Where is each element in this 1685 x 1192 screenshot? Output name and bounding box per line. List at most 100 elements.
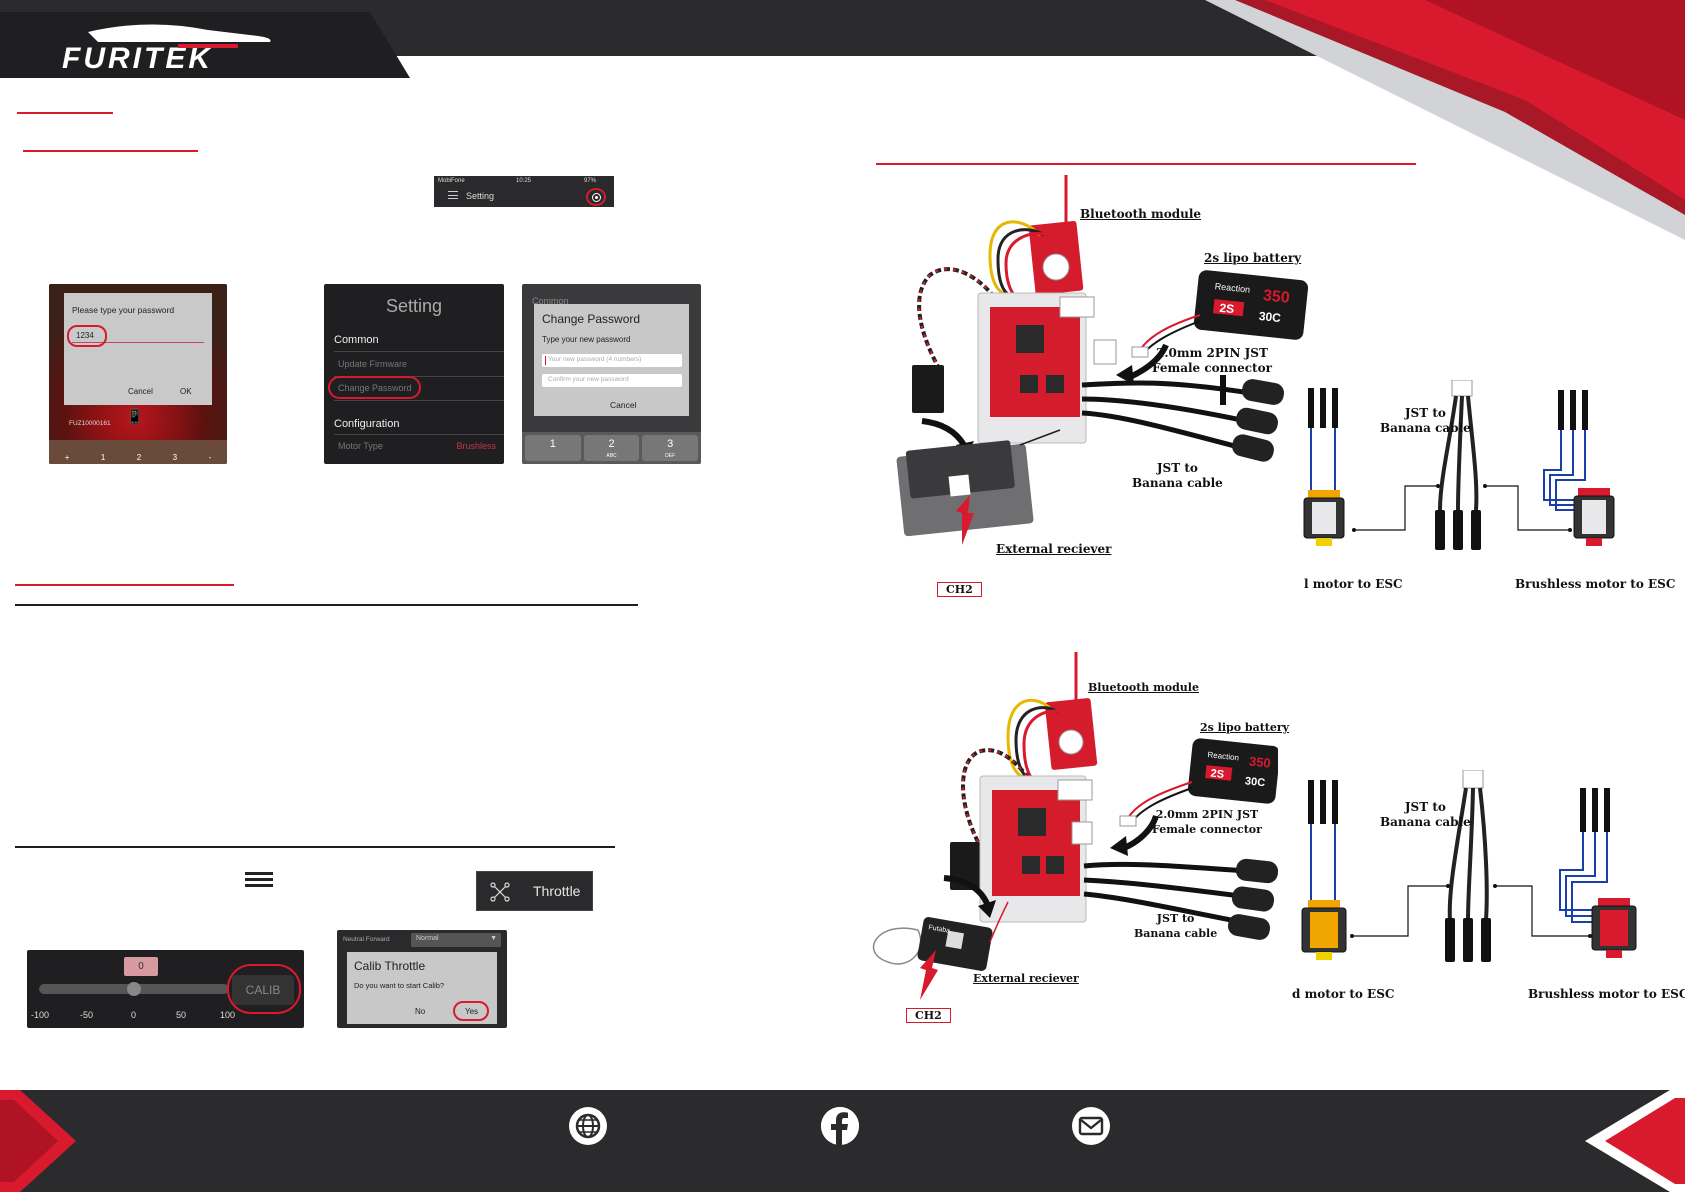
label-brushless-bottom: Brushless motor to ESC xyxy=(1528,987,1685,1001)
change-password-cancel-button[interactable]: Cancel xyxy=(610,400,637,410)
menu-update-firmware[interactable]: Update Firmware xyxy=(338,359,408,369)
keypad-row: + 1 2 3 - xyxy=(49,440,227,464)
change-password-subtitle: Type your new password xyxy=(542,335,631,344)
password-dialog: Please type your password 1234 Cancel OK xyxy=(64,293,212,405)
key-2[interactable]: 2 xyxy=(136,453,142,462)
calib-slider-thumb[interactable] xyxy=(127,982,141,996)
furitek-logo: FURITEK xyxy=(62,24,271,72)
right-title-rule xyxy=(876,163,1416,165)
brushless-motor-icon xyxy=(1543,390,1615,546)
label-brushed-bottom: d motor to ESC xyxy=(1292,987,1395,1001)
password-input[interactable]: 1234 xyxy=(72,329,204,343)
time-text: 10:25 xyxy=(516,178,532,184)
throttle-menu-button[interactable]: Throttle xyxy=(476,871,593,911)
globe-icon[interactable] xyxy=(569,1107,607,1145)
tick-100: 100 xyxy=(220,1010,236,1020)
password-dialog-title: Please type your password xyxy=(72,305,175,315)
menu-icon[interactable] xyxy=(448,191,458,199)
slider-ticks: -100 -50 0 50 100 xyxy=(27,1010,247,1024)
throttle-icon xyxy=(490,882,510,902)
settings-screenshot: Setting Common Update Firmware Change Pa… xyxy=(324,284,504,464)
calib-yes-button[interactable]: Yes xyxy=(465,1007,479,1016)
settings-gear-icon[interactable] xyxy=(586,188,606,206)
password-highlight-ring xyxy=(67,325,107,347)
carrier-text: MobiFone xyxy=(438,178,465,184)
key-plus[interactable]: + xyxy=(64,453,70,462)
battery-cells-bottom: 2S xyxy=(1210,768,1225,781)
key-3[interactable]: 3 xyxy=(172,453,178,462)
battery-brand: Reaction xyxy=(1214,281,1250,295)
battery-text: 97% xyxy=(584,178,597,184)
facebook-icon[interactable] xyxy=(821,1107,859,1145)
status-title: Setting xyxy=(466,191,495,201)
throttle-label: Throttle xyxy=(533,883,581,899)
battery-capacity: 350 xyxy=(1262,287,1290,307)
mail-icon[interactable] xyxy=(1072,1107,1110,1145)
label-bluetooth-top: Bluetooth module xyxy=(1080,207,1202,221)
title-underline-2 xyxy=(23,150,198,152)
calib-dialog-title: Calib Throttle xyxy=(354,959,426,973)
motor-schematic-top xyxy=(1303,380,1615,550)
battery-cells: 2S xyxy=(1219,301,1235,316)
brushed-motor-icon xyxy=(1303,388,1345,546)
motor-schematic-bottom xyxy=(1301,770,1637,962)
calib-no-button[interactable]: No xyxy=(415,1007,426,1016)
slider-value-bubble: 0 xyxy=(124,957,158,976)
label-bluetooth-bottom: Bluetooth module xyxy=(1088,681,1199,694)
cancel-button[interactable]: Cancel xyxy=(128,387,153,396)
wiring-diagram-top: Reaction 350 2S 30C xyxy=(896,175,1309,545)
label-ch2-bottom: CH2 xyxy=(906,1008,951,1023)
phone-status-bar: MobiFone 10:25 97% Setting xyxy=(434,176,614,207)
bluetooth-device-icon: 📱 xyxy=(126,408,144,424)
new-password-input[interactable]: Your new password (4 numbers) xyxy=(542,354,682,367)
label-battery-bottom: 2s lipo battery xyxy=(1200,721,1290,734)
tick-0: 0 xyxy=(131,1010,137,1020)
jst-banana-cable-icon xyxy=(1435,380,1481,550)
key-1[interactable]: 1 xyxy=(100,453,106,462)
wiring-diagram-bottom: Reaction 350 2S 30C Futaba xyxy=(872,652,1278,1000)
tick-minus-50: -50 xyxy=(80,1010,94,1020)
confirm-password-input[interactable]: Confirm your new password xyxy=(542,374,682,387)
change-password-highlight-ring xyxy=(328,376,421,399)
calib-dialog: Calib Throttle Do you want to start Cali… xyxy=(347,952,497,1024)
brushed-motor-top xyxy=(1220,375,1226,405)
section-common: Common xyxy=(334,334,379,346)
numkey-1[interactable]: 1 xyxy=(525,435,581,461)
battery-capacity-bottom: 350 xyxy=(1248,754,1271,771)
calib-dialog-screenshot: Neutral Forward Normal ▼ Calib Throttle … xyxy=(337,930,507,1028)
title-underline-3 xyxy=(15,584,234,586)
menu-change-password[interactable]: Change Password xyxy=(338,383,412,393)
bg-common-label: Common xyxy=(532,296,569,306)
ok-button[interactable]: OK xyxy=(180,387,192,396)
section-rule-2 xyxy=(15,846,615,848)
new-password-placeholder: Your new password (4 numbers) xyxy=(548,356,642,363)
change-password-title: Change Password xyxy=(542,312,641,326)
section-configuration: Configuration xyxy=(334,418,400,430)
label-ch2-top: CH2 xyxy=(937,582,982,597)
calib-dialog-message: Do you want to start Calib? xyxy=(354,981,445,990)
label-receiver-top: External reciever xyxy=(996,542,1112,556)
tick-minus-100: -100 xyxy=(31,1010,50,1020)
header-red-stripes xyxy=(1205,0,1685,240)
calib-button-label: CALIB xyxy=(245,983,281,997)
neutral-forward-select[interactable]: Normal ▼ xyxy=(411,933,501,947)
menu-motor-type[interactable]: Motor Type xyxy=(338,441,383,451)
password-value: 1234 xyxy=(76,331,94,340)
confirm-password-placeholder: Confirm your new password xyxy=(548,376,629,383)
brushless-motor-icon-bottom xyxy=(1559,788,1637,958)
battery-c-rating: 30C xyxy=(1258,309,1282,325)
hamburger-menu-icon[interactable] xyxy=(245,872,273,888)
key-minus[interactable]: - xyxy=(208,453,212,462)
login-screenshot: Please type your password 1234 Cancel OK… xyxy=(49,284,227,464)
settings-title: Setting xyxy=(385,296,443,316)
jst-banana-cable-icon-bottom xyxy=(1445,770,1491,962)
